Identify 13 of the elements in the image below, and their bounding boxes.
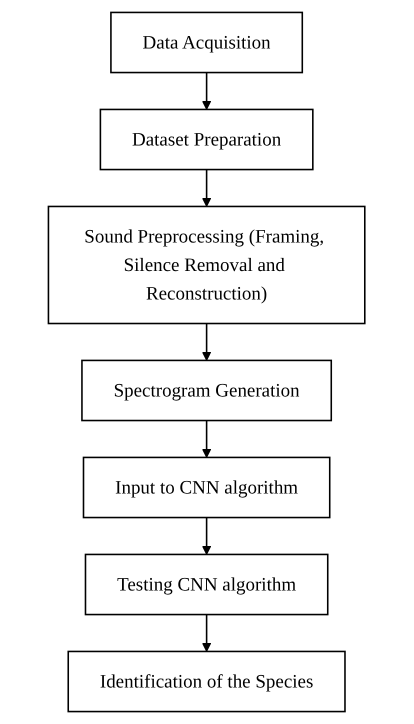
arrow — [202, 170, 212, 207]
arrow — [202, 420, 212, 458]
arrow — [202, 614, 212, 652]
node-box: Data Acquisition — [110, 12, 304, 74]
arrow — [202, 518, 212, 555]
node-box: Input to CNN algorithm — [83, 456, 331, 518]
node-box: Sound Preprocessing (Framing, Silence Removal and Reconstruction) — [48, 206, 366, 324]
node-box: Testing CNN algorithm — [85, 554, 329, 616]
node-box: Spectrogram Generation — [82, 360, 332, 422]
arrow — [202, 72, 212, 110]
arrow — [202, 324, 212, 361]
node-box: Dataset Preparation — [100, 108, 314, 170]
node-box: Identification of the Species — [68, 650, 346, 712]
